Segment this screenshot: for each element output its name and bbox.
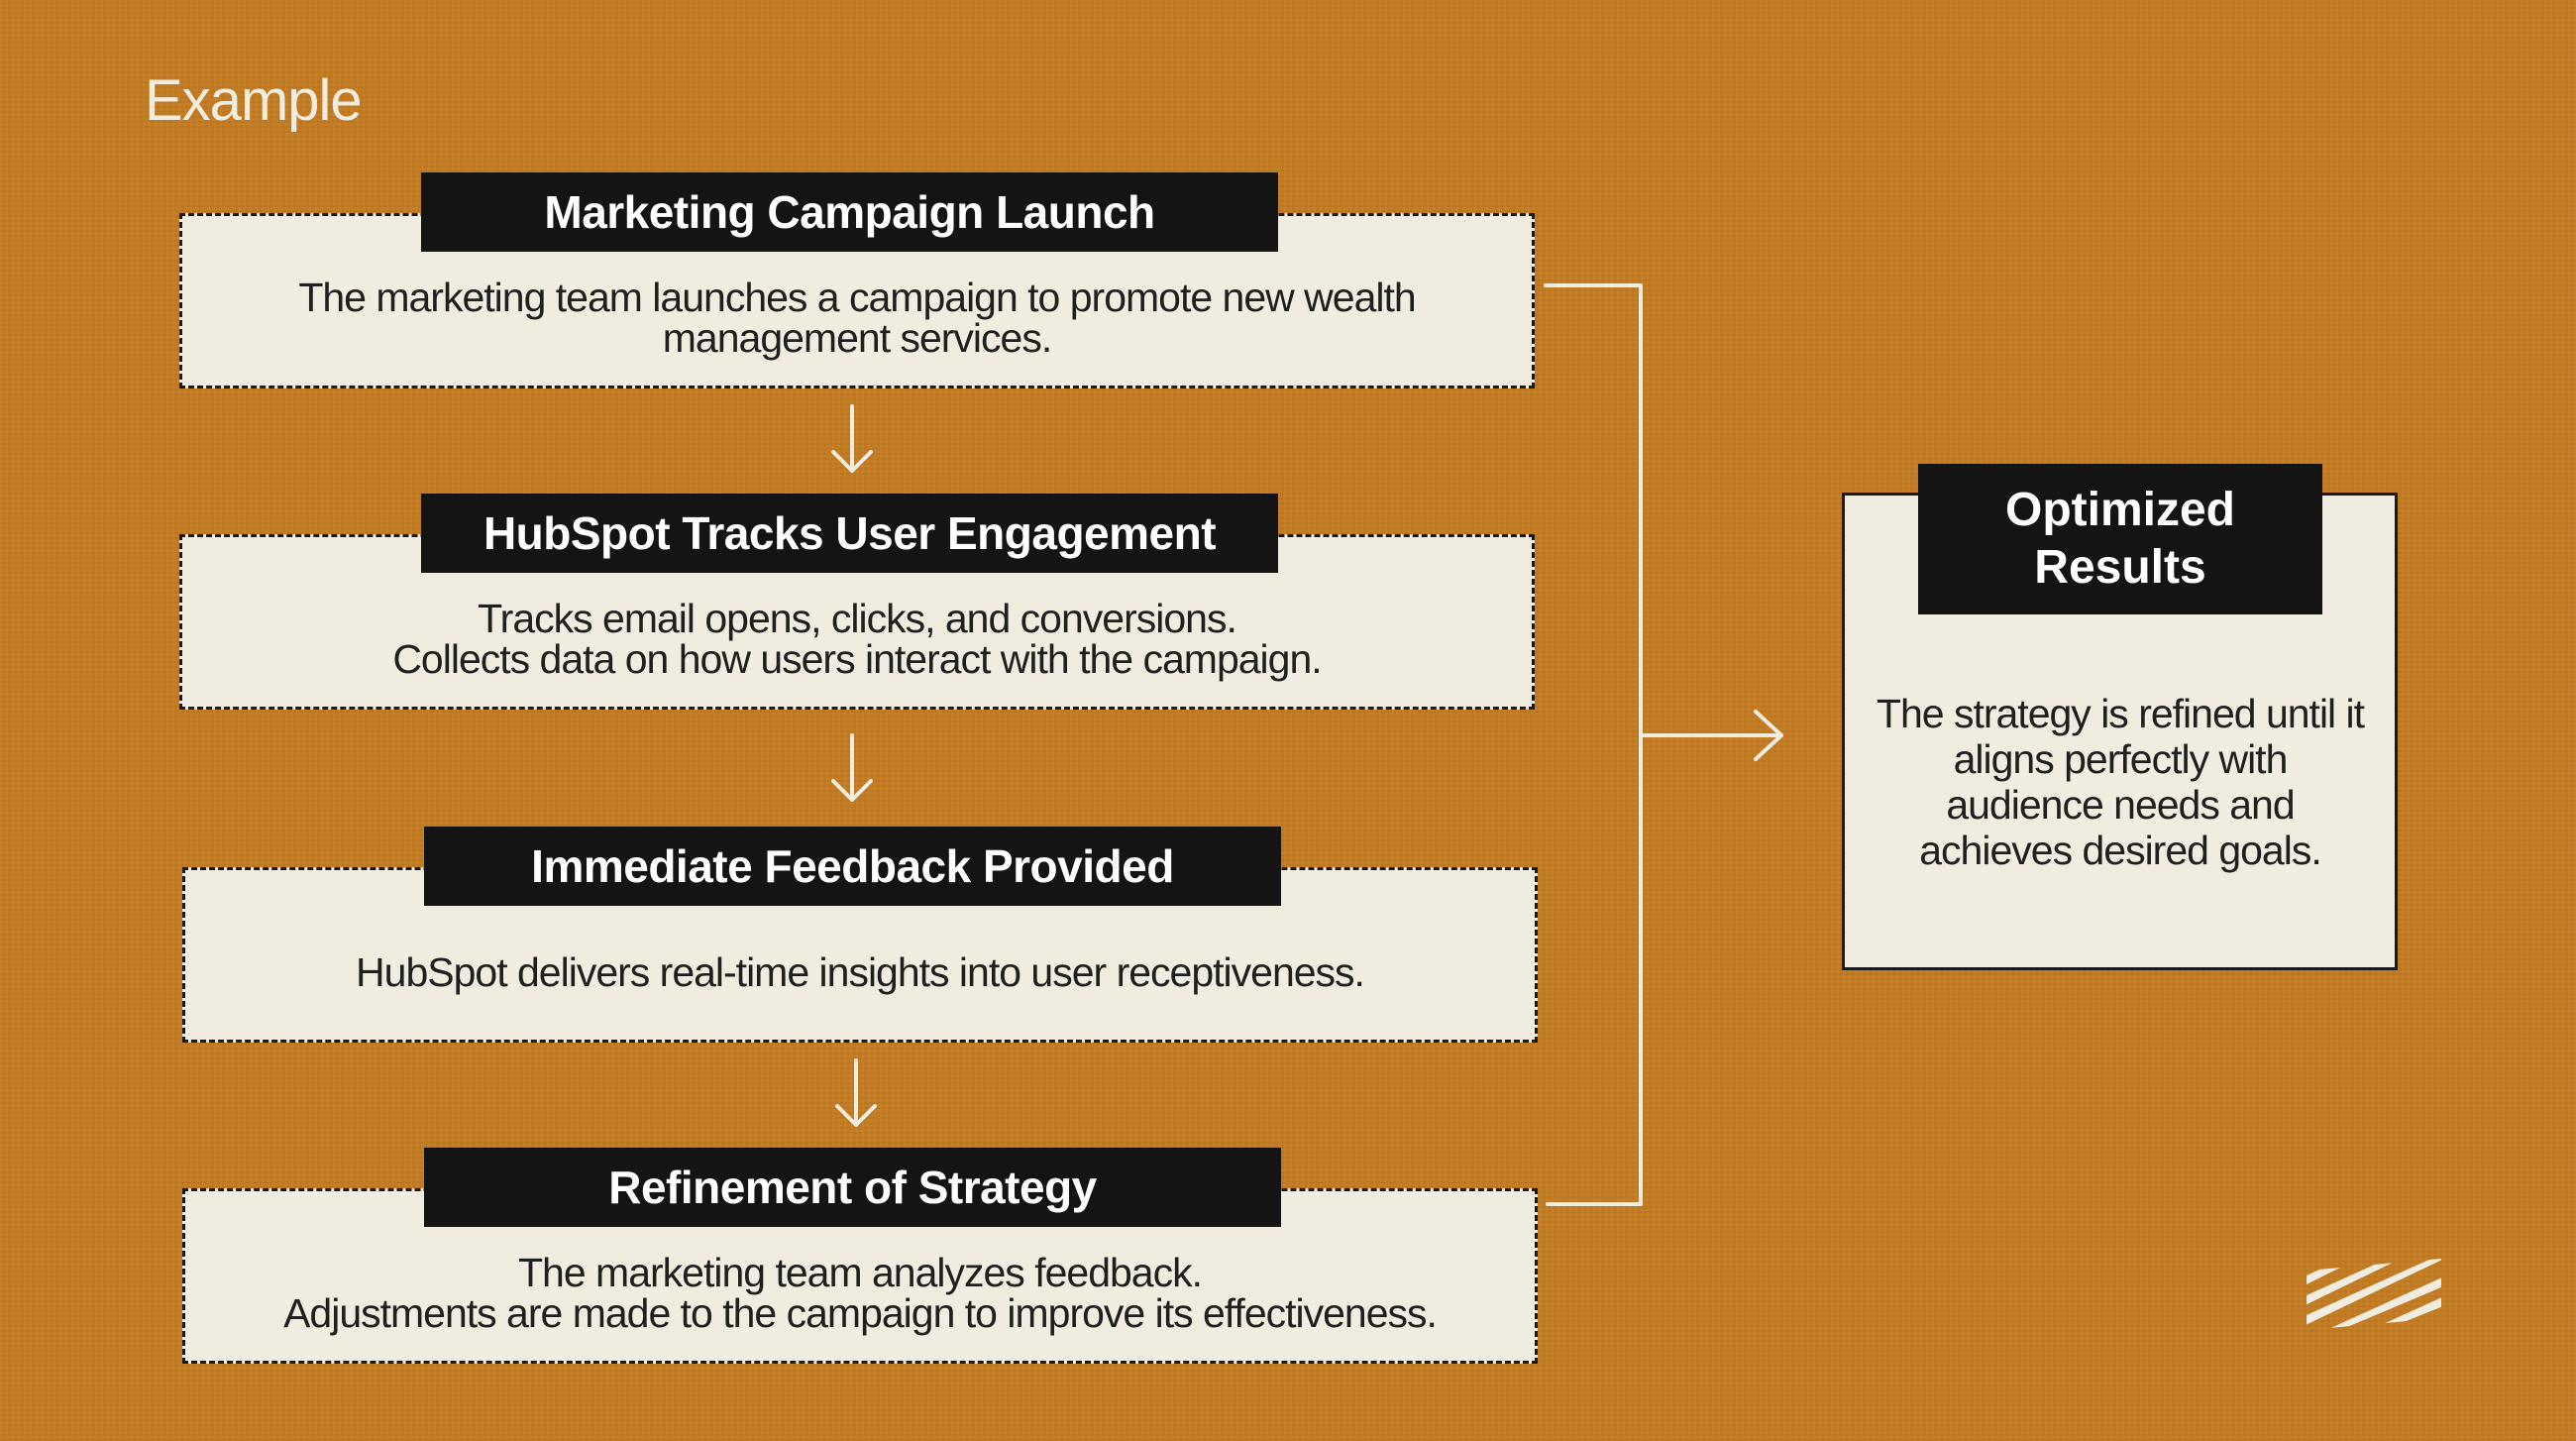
result-description: The strategy is refined until it aligns … <box>1876 691 2365 873</box>
step-description: HubSpot delivers real-time insights into… <box>356 949 1365 995</box>
step-title-refinement: Refinement of Strategy <box>424 1148 1281 1227</box>
result-title: Optimized Results <box>1918 464 2322 614</box>
step-title-immediate-feedback: Immediate Feedback Provided <box>424 827 1281 906</box>
step-description: The marketing team analyzes feedback. Ad… <box>283 1250 1438 1336</box>
step-description: Tracks email opens, clicks, and conversi… <box>392 596 1322 682</box>
step-title-campaign-launch: Marketing Campaign Launch <box>421 172 1278 252</box>
striped-logo-icon <box>2307 1259 2441 1330</box>
step-title-tracks-engagement: HubSpot Tracks User Engagement <box>421 494 1278 573</box>
page-title: Example <box>145 68 363 133</box>
step-description: The marketing team launches a campaign t… <box>298 275 1416 361</box>
